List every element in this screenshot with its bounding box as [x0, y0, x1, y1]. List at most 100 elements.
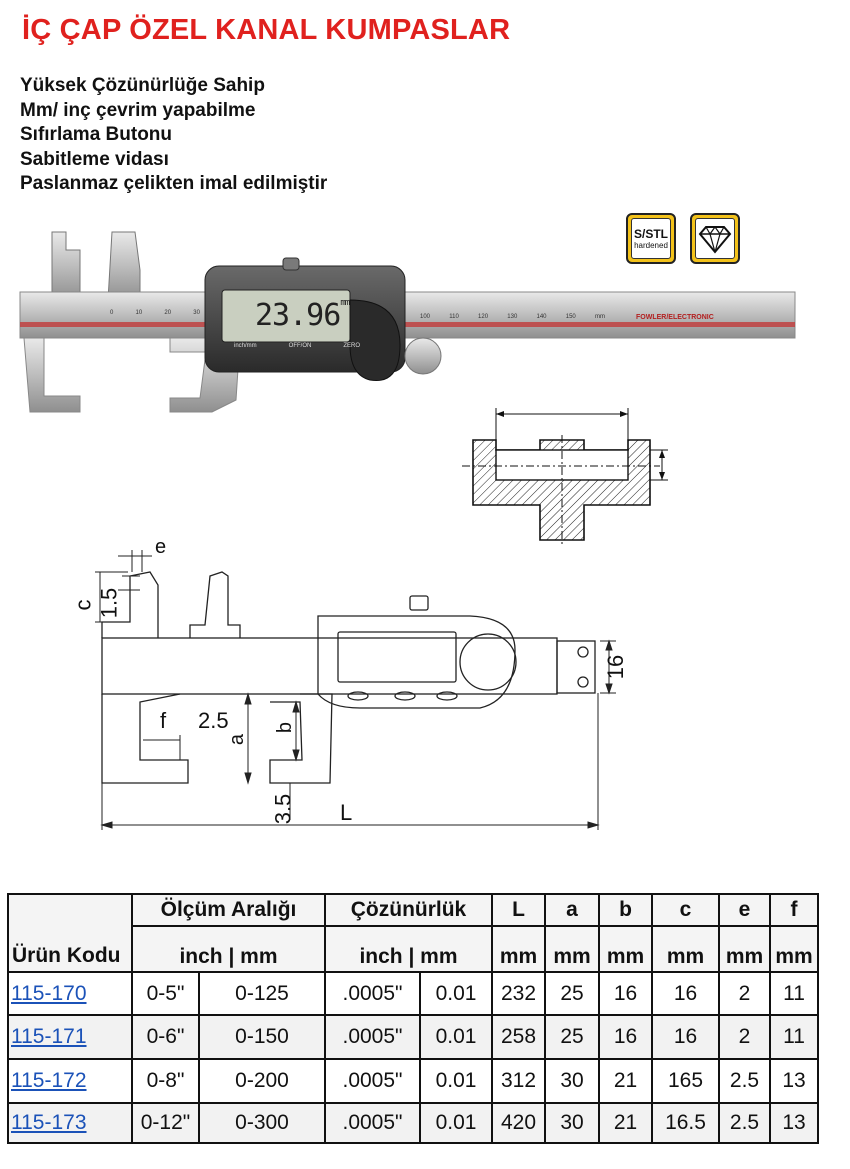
feature-item: Sabitleme vidası — [20, 148, 169, 170]
feature-item: Yüksek Çözünürlüğe Sahip — [20, 75, 265, 96]
caliper-drawing — [95, 550, 616, 830]
hardened-badge — [690, 213, 740, 264]
table-cell: 2 — [718, 971, 771, 1016]
dim-label-h-value: 3.5 — [270, 793, 296, 825]
spec-table: Ürün Kodu Ölçüm Aralığı Çözünürlük L a b… — [7, 893, 819, 1144]
header-resolution: Çözünürlük — [324, 893, 493, 927]
feature-item: Sıfırlama Butonu — [20, 124, 173, 145]
caliper-beam — [19, 291, 796, 339]
scale-tick-label: 110 — [449, 314, 459, 320]
table-cell: 30 — [544, 1058, 600, 1104]
table-cell: 2 — [718, 1014, 771, 1060]
header-unit: mm — [491, 925, 546, 973]
table-cell: .0005" — [324, 1058, 421, 1104]
table-cell: 16.5 — [651, 1102, 720, 1144]
header-product-code: Ürün Kodu — [7, 893, 133, 973]
product-code-link[interactable]: 115-170 — [11, 981, 87, 1005]
product-code-cell[interactable]: 115-171 — [7, 1014, 133, 1060]
scale-tick-label: 140 — [536, 314, 547, 320]
scale-tick-label: 150 — [565, 314, 576, 320]
feature-item: Paslanmaz çelikten imal edilmiştir — [20, 173, 328, 194]
header-resolution-units: inch | mm — [324, 925, 493, 973]
scale-tick-label: 10 — [135, 310, 143, 316]
header-range: Ölçüm Aralığı — [131, 893, 326, 927]
table-cell: 0-6" — [131, 1014, 200, 1060]
header-range-units: inch | mm — [131, 925, 326, 973]
dim-label-width: 16 — [603, 654, 629, 680]
scale-left: 0 10 20 30 — [110, 310, 200, 316]
scale-right: 100 110 120 130 140 150 mm — [420, 314, 605, 320]
table-cell: 0-300 — [198, 1102, 326, 1144]
header-L: L — [491, 893, 546, 927]
table-row: 115-172 0-8" 0-200 .0005" 0.01 312 30 21… — [7, 1058, 819, 1104]
scale-tick-label: mm — [594, 314, 605, 320]
scale-tick-label: 120 — [478, 314, 489, 320]
table-row: 115-173 0-12" 0-300 .0005" 0.01 420 30 2… — [7, 1102, 819, 1144]
table-cell: .0005" — [324, 1014, 421, 1060]
table-cell: .0005" — [324, 971, 421, 1016]
groove-section-diagram — [462, 408, 668, 545]
page-title: İÇ ÇAP ÖZEL KANAL KUMPASLAR — [22, 14, 511, 46]
product-code-link[interactable]: 115-172 — [11, 1069, 87, 1092]
table-cell: 11 — [769, 971, 819, 1016]
header-a: a — [544, 893, 600, 927]
header-unit: mm — [769, 925, 819, 973]
lower-jaw-fixed — [23, 337, 81, 413]
scale-tick-label: 130 — [507, 314, 518, 320]
header-b: b — [598, 893, 653, 927]
dim-label-b: b — [274, 721, 297, 734]
table-row: 115-170 0-5" 0-125 .0005" 0.01 232 25 16… — [7, 971, 819, 1016]
table-cell: 16 — [598, 1014, 653, 1060]
stainless-steel-badge: S/STL hardened — [626, 213, 676, 264]
lcd-readout: 23.96mm — [255, 298, 350, 333]
lcd-button-labels: inch/mm OFF/ON ZERO — [234, 343, 360, 349]
header-unit: mm — [544, 925, 600, 973]
product-code-cell[interactable]: 115-173 — [7, 1102, 133, 1144]
header-c: c — [651, 893, 720, 927]
dim-label-f: f — [160, 708, 167, 733]
table-cell: 16 — [651, 1014, 720, 1060]
scale-tick-label: 20 — [164, 310, 172, 316]
lcd-value: 23.96 — [255, 298, 341, 333]
header-unit: mm — [718, 925, 771, 973]
scale-tick-label: 0 — [110, 310, 114, 316]
header-f: f — [769, 893, 819, 927]
lcd-button-label: ZERO — [343, 343, 360, 349]
table-cell: 420 — [491, 1102, 546, 1144]
product-code-cell[interactable]: 115-172 — [7, 1058, 133, 1104]
table-cell: 2.5 — [718, 1058, 771, 1104]
table-cell: 25 — [544, 1014, 600, 1060]
table-cell: .0005" — [324, 1102, 421, 1144]
table-cell: 0.01 — [419, 1058, 493, 1104]
dim-label-L: L — [340, 800, 353, 825]
feature-item: Mm/ inç çevrim yapabilme — [20, 99, 256, 121]
table-cell: 232 — [491, 971, 546, 1016]
dim-label-e: e — [155, 536, 167, 558]
table-cell: 16 — [598, 971, 653, 1016]
lcd-button-label: inch/mm — [234, 343, 257, 349]
table-cell: 0.01 — [419, 971, 493, 1016]
brand-label: FOWLER/ELECTRONIC — [636, 314, 714, 321]
product-code-link[interactable]: 115-173 — [11, 1111, 87, 1134]
table-cell: 30 — [544, 1102, 600, 1144]
table-cell: 258 — [491, 1014, 546, 1060]
lcd-button-label: OFF/ON — [288, 343, 312, 349]
table-cell: 11 — [769, 1014, 819, 1060]
table-cell: 0-150 — [198, 1014, 326, 1060]
diamond-icon — [698, 225, 732, 254]
table-cell: 0.01 — [419, 1102, 493, 1144]
table-cell: 0-12" — [131, 1102, 200, 1144]
header-unit: mm — [651, 925, 720, 973]
table-cell: 0-125 — [198, 971, 326, 1016]
product-code-cell[interactable]: 115-170 — [7, 971, 133, 1016]
table-cell: 21 — [598, 1058, 653, 1104]
table-cell: 0-5" — [131, 971, 200, 1016]
dim-label-c: c — [70, 599, 96, 611]
table-cell: 16 — [651, 971, 720, 1016]
dim-label-a: a — [226, 733, 249, 746]
dim-label-c-value: 1.5 — [96, 587, 122, 619]
table-cell: 13 — [769, 1058, 819, 1104]
product-code-link[interactable]: 115-171 — [11, 1025, 87, 1048]
table-cell: 25 — [544, 971, 600, 1016]
table-cell: 0.01 — [419, 1014, 493, 1060]
